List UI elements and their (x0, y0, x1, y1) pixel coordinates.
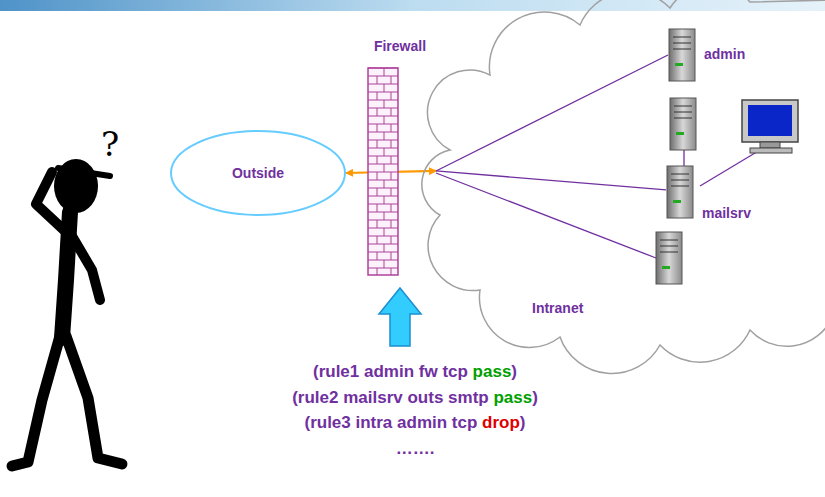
question-mark: ? (90, 124, 130, 165)
thinking-figure (12, 159, 122, 466)
network-wire (436, 150, 760, 258)
rule-text: ) (511, 362, 517, 381)
outside-ellipse: Outside (170, 130, 346, 216)
mailsrv-server: mailsrv (666, 165, 776, 227)
node-label: admin (704, 46, 745, 62)
rule-text: ) (520, 413, 526, 432)
node-label: mailsrv (702, 205, 751, 221)
header-band (0, 0, 825, 11)
server-icon (670, 98, 696, 150)
connector (436, 55, 668, 171)
cloud-outline (420, 0, 825, 352)
rule-action: pass (473, 362, 512, 381)
computer-icon (742, 100, 798, 153)
rule-text: (rule1 admin fw tcp (313, 362, 473, 381)
admin-server: admin (668, 28, 768, 82)
server-icon (656, 232, 682, 284)
rule-text: (rule2 mailsrv outs smtp (292, 388, 493, 407)
rule-text: (rule3 intra admin tcp (304, 413, 482, 432)
wall-outline (364, 38, 436, 278)
rule-action: pass (493, 388, 532, 407)
intranet-cloud: Intranet admin mailsrv (420, 0, 825, 352)
ellipsis: ……. (165, 439, 665, 459)
firewall-rule: (rule1 admin fw tcp pass) (165, 362, 665, 382)
connector (436, 171, 666, 190)
rule-text: ) (532, 388, 538, 407)
firewall-wall: Firewall (364, 38, 436, 278)
rule-action: drop (482, 413, 520, 432)
node-label: Outside (232, 165, 284, 181)
node-label: Intranet (532, 300, 583, 316)
node-label: Firewall (374, 38, 426, 54)
firewall-rule: (rule2 mailsrv outs smtp pass) (165, 388, 665, 408)
pointer-arrow (379, 288, 421, 346)
firewall-rule: (rule3 intra admin tcp drop) (165, 413, 665, 433)
